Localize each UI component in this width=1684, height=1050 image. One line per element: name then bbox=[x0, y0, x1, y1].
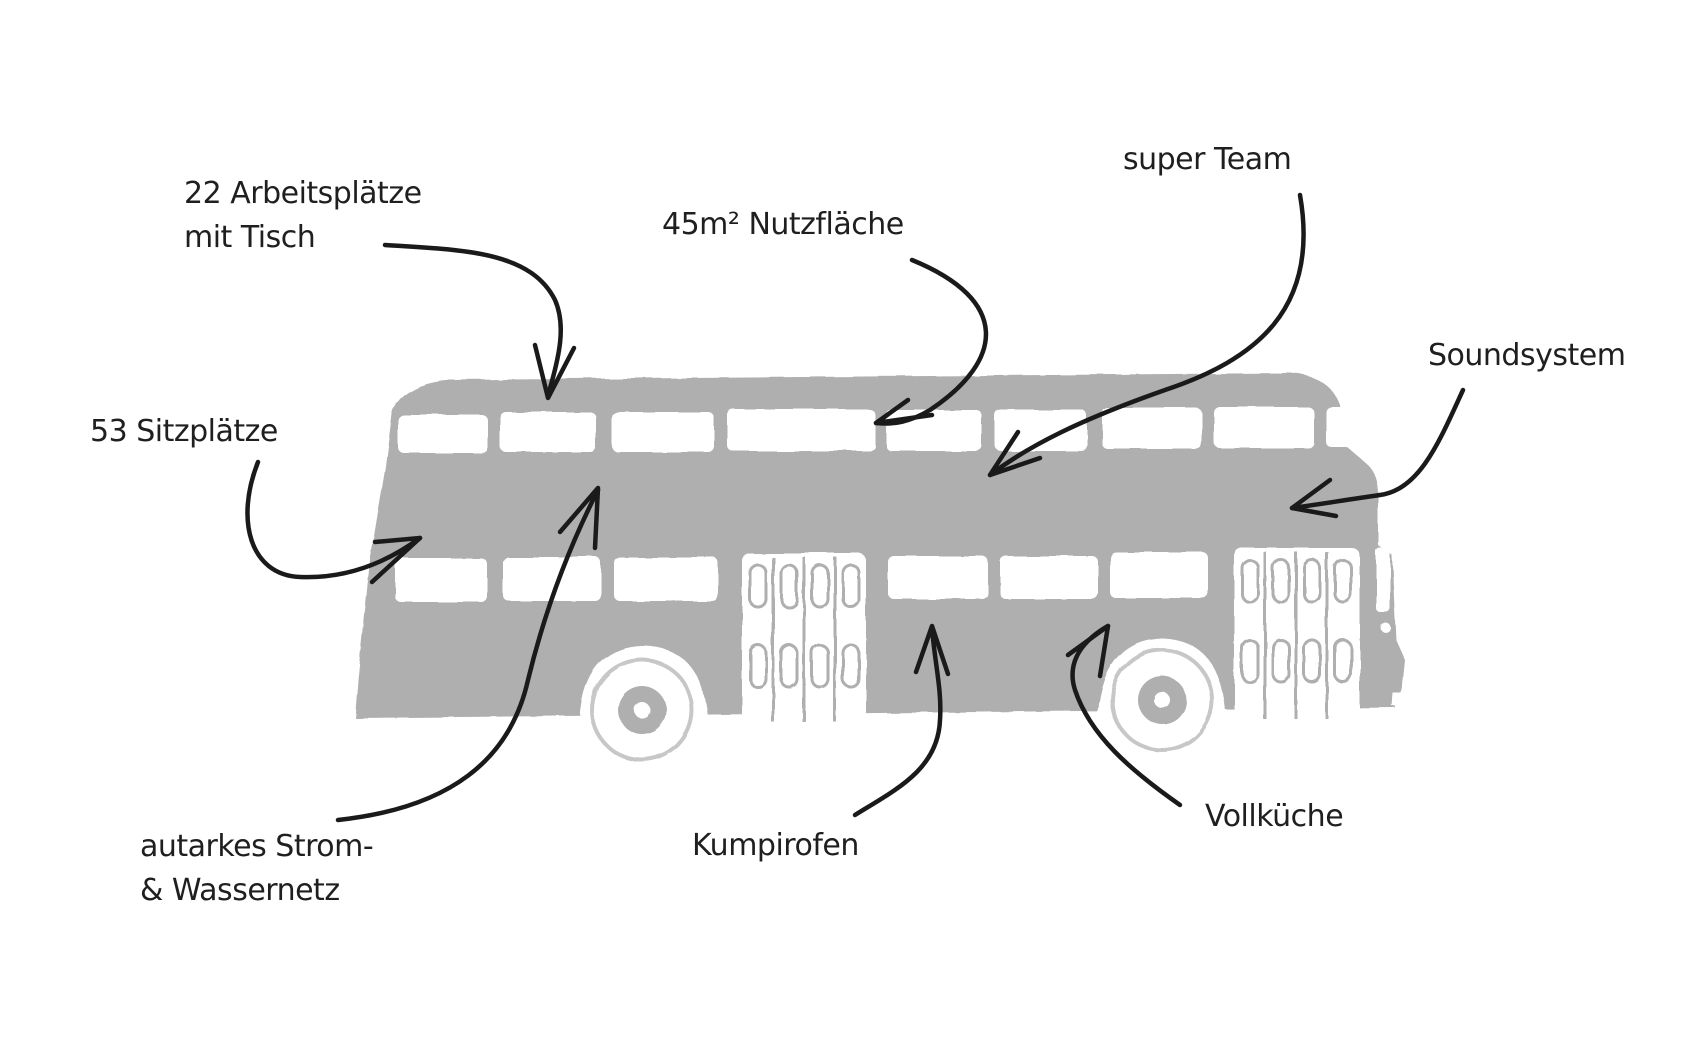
upper-window bbox=[500, 412, 596, 452]
upper-window bbox=[727, 409, 875, 451]
lower-window bbox=[395, 558, 487, 602]
lower-deck-windows bbox=[395, 548, 1390, 612]
label-soundsystem: Soundsystem bbox=[1428, 334, 1626, 378]
upper-window bbox=[1102, 408, 1202, 449]
front-bumper bbox=[1392, 693, 1408, 706]
upper-window bbox=[612, 412, 714, 452]
front-window bbox=[1376, 548, 1390, 612]
label-arbeitsplaetze-line2: mit Tisch bbox=[184, 220, 316, 255]
arrow-vollkueche bbox=[1065, 623, 1183, 808]
bus-body-shape bbox=[355, 373, 1405, 718]
front-door bbox=[1234, 548, 1360, 722]
label-super-team-text: super Team bbox=[1123, 142, 1292, 177]
upper-window bbox=[1214, 407, 1314, 448]
lower-window bbox=[614, 557, 718, 601]
arrow-soundsystem bbox=[1289, 387, 1466, 519]
lower-window bbox=[1110, 552, 1208, 598]
upper-window bbox=[995, 410, 1087, 451]
label-sitzplaetze: 53 Sitzplätze bbox=[90, 410, 278, 454]
headlight bbox=[1380, 622, 1390, 632]
double-decker-bus bbox=[355, 373, 1408, 762]
label-strom-wasser-line2: & Wassernetz bbox=[140, 873, 340, 908]
front-wheel bbox=[1110, 648, 1214, 752]
label-strom-wasser: autarkes Strom- & Wassernetz bbox=[140, 825, 374, 913]
label-nutzflaeche-text: 45m² Nutzfläche bbox=[662, 207, 904, 242]
arrow-nutzflaeche bbox=[873, 257, 989, 426]
label-sitzplaetze-text: 53 Sitzplätze bbox=[90, 414, 278, 449]
upper-window-front bbox=[1326, 407, 1350, 447]
arrow-kumpirofen bbox=[852, 623, 951, 818]
label-vollkueche-text: Vollküche bbox=[1205, 799, 1344, 834]
label-vollkueche: Vollküche bbox=[1205, 795, 1344, 839]
label-strom-wasser-line1: autarkes Strom- bbox=[140, 829, 374, 864]
label-soundsystem-text: Soundsystem bbox=[1428, 338, 1626, 373]
label-super-team: super Team bbox=[1123, 138, 1292, 182]
arrow-sitzplaetze bbox=[245, 459, 423, 585]
lower-window bbox=[888, 556, 988, 599]
upper-deck-windows bbox=[398, 407, 1350, 453]
arrow-strom-wasser bbox=[335, 485, 601, 823]
label-nutzflaeche: 45m² Nutzfläche bbox=[662, 203, 904, 247]
upper-window bbox=[886, 410, 982, 451]
label-kumpirofen-text: Kumpirofen bbox=[692, 828, 859, 863]
label-kumpirofen: Kumpirofen bbox=[692, 824, 859, 868]
rear-wheel bbox=[590, 658, 694, 762]
middle-door bbox=[742, 553, 866, 725]
label-arbeitsplaetze-line1: 22 Arbeitsplätze bbox=[184, 176, 422, 211]
lower-window bbox=[1000, 556, 1098, 599]
arrow-arbeitsplaetze bbox=[382, 242, 577, 401]
upper-window bbox=[398, 415, 488, 453]
lower-window bbox=[503, 557, 601, 601]
annotation-arrows bbox=[245, 192, 1466, 823]
arrow-super-team bbox=[987, 192, 1306, 478]
label-arbeitsplaetze: 22 Arbeitsplätze mit Tisch bbox=[184, 172, 422, 260]
